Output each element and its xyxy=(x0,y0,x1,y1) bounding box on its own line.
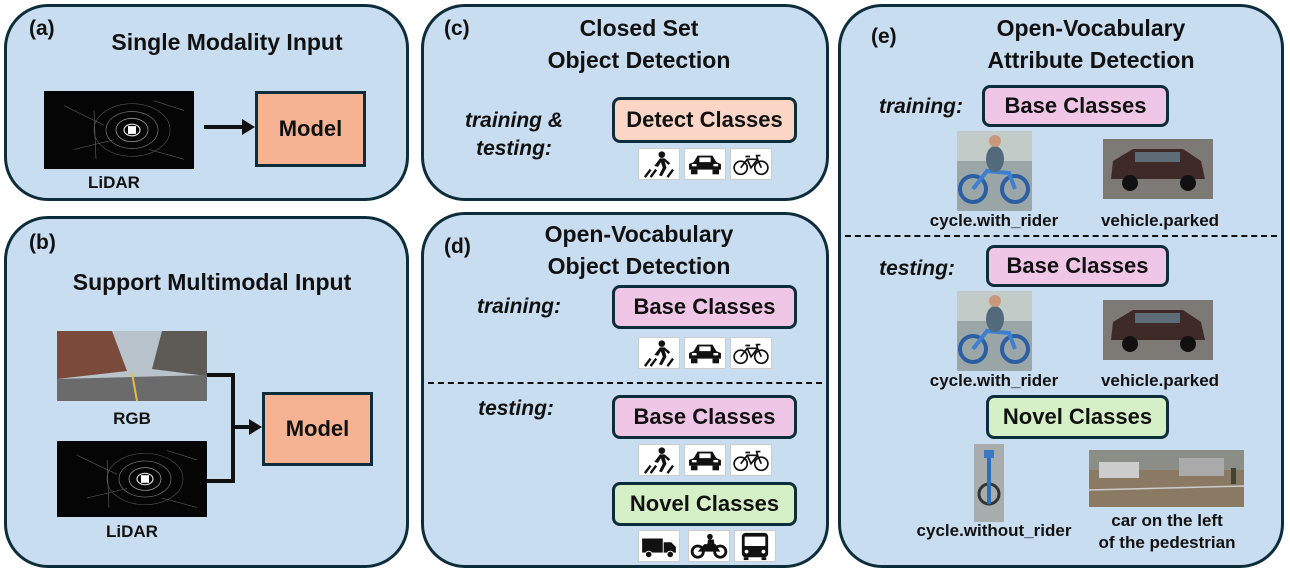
attribute-caption-line2: of the pedestrian xyxy=(1098,533,1236,552)
bicycle-icon xyxy=(730,444,772,476)
lidar-label: LiDAR xyxy=(106,522,158,541)
panel-title-line2: Object Detection xyxy=(547,253,731,279)
testing-label: testing: xyxy=(478,397,554,420)
pedestrian-icon xyxy=(638,148,680,180)
car-icon xyxy=(684,337,726,369)
divider xyxy=(845,235,1277,237)
attribute-caption: cycle.without_rider xyxy=(916,521,1072,540)
panel-b: (b) Support Multimodal Input RGB LiDAR M… xyxy=(4,216,409,568)
street-scene-photo xyxy=(1089,450,1244,507)
attribute-caption: cycle.with_rider xyxy=(929,211,1059,230)
merge-arrow-icon xyxy=(207,373,262,483)
novel-classes-box: Novel Classes xyxy=(986,395,1169,439)
testing-label: testing: xyxy=(879,257,955,280)
base-classes-box: Base Classes xyxy=(612,395,797,439)
arrow-icon xyxy=(204,119,255,135)
bicycle-icon xyxy=(730,337,772,369)
pedestrian-icon xyxy=(638,337,680,369)
attribute-caption: vehicle.parked xyxy=(1100,211,1220,230)
rgb-label: RGB xyxy=(113,409,151,428)
training-label: training: xyxy=(477,295,561,318)
panel-title-line1: Closed Set xyxy=(579,15,699,41)
car-icon xyxy=(684,148,726,180)
car-icon xyxy=(684,444,726,476)
motorcycle-icon xyxy=(688,530,730,562)
panel-title: Single Modality Input xyxy=(111,29,343,55)
bicycle-icon xyxy=(730,148,772,180)
cyclist-photo xyxy=(957,291,1032,371)
phase-label-line1: training & xyxy=(465,109,563,132)
parked-bicycle-photo xyxy=(974,444,1004,522)
panel-tag: (c) xyxy=(444,17,470,40)
base-classes-box: Base Classes xyxy=(612,285,797,329)
detect-classes-box: Detect Classes xyxy=(612,97,797,143)
panel-d: (d) Open-Vocabulary Object Detection tra… xyxy=(421,212,829,568)
panel-title-line1: Open-Vocabulary xyxy=(544,221,734,247)
attribute-caption: vehicle.parked xyxy=(1100,371,1220,390)
panel-title: Support Multimodal Input xyxy=(72,269,352,295)
panel-tag: (b) xyxy=(29,231,56,254)
panel-e: (e) Open-Vocabulary Attribute Detection … xyxy=(838,4,1284,568)
rgb-image xyxy=(57,331,207,401)
panel-a: (a) Single Modality Input LiDAR Model xyxy=(4,4,409,201)
panel-c: (c) Closed Set Object Detection training… xyxy=(421,4,829,201)
model-box: Model xyxy=(255,91,366,167)
attribute-caption: cycle.with_rider xyxy=(929,371,1059,390)
panel-title-line2: Attribute Detection xyxy=(987,47,1195,73)
suv-photo xyxy=(1103,300,1213,360)
lidar-image xyxy=(44,91,194,169)
panel-tag: (e) xyxy=(871,25,897,48)
panel-tag: (d) xyxy=(444,235,471,258)
panel-title-line1: Open-Vocabulary xyxy=(996,15,1186,41)
base-classes-box: Base Classes xyxy=(986,245,1169,287)
lidar-image xyxy=(57,441,207,517)
divider xyxy=(428,382,822,384)
attribute-caption-line1: car on the left xyxy=(1111,511,1223,530)
training-label: training: xyxy=(879,95,963,118)
lidar-label: LiDAR xyxy=(88,173,140,192)
novel-classes-box: Novel Classes xyxy=(612,482,797,526)
bus-icon xyxy=(734,530,776,562)
phase-label-line2: testing: xyxy=(476,137,552,160)
pedestrian-icon xyxy=(638,444,680,476)
panel-title-line2: Object Detection xyxy=(547,47,731,73)
base-classes-box: Base Classes xyxy=(982,85,1169,127)
panel-tag: (a) xyxy=(29,17,55,40)
suv-photo xyxy=(1103,139,1213,199)
truck-icon xyxy=(638,530,680,562)
cyclist-photo xyxy=(957,131,1032,211)
model-box: Model xyxy=(262,392,373,466)
